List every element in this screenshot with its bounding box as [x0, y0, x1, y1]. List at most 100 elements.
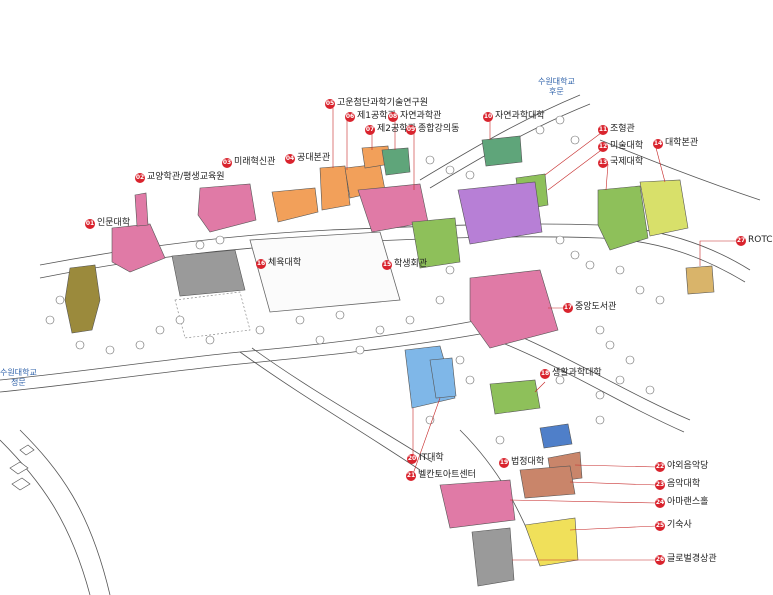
tree	[135, 340, 145, 350]
tree	[445, 165, 455, 175]
tree	[155, 325, 165, 335]
building-16	[171, 249, 246, 297]
building-name: 법정대학	[511, 457, 545, 467]
tree	[75, 340, 85, 350]
tree	[555, 115, 565, 125]
tree	[535, 125, 545, 135]
building-name: IT대학	[419, 453, 444, 463]
building-name: 중앙도서관	[575, 302, 617, 312]
building-name: 대학본관	[665, 138, 699, 148]
building-name: 기숙사	[667, 520, 692, 530]
tree	[375, 325, 385, 335]
tree	[255, 325, 265, 335]
building-number-badge: 14	[653, 138, 663, 149]
tree	[435, 295, 445, 305]
building-number-badge: 19	[499, 457, 509, 468]
building-02-tower	[134, 192, 149, 227]
tree	[445, 265, 455, 275]
tree	[595, 390, 605, 400]
building-name: 종합강의동	[418, 124, 460, 134]
building-number-badge: 13	[598, 157, 608, 168]
tree	[655, 295, 665, 305]
tree	[205, 335, 215, 345]
building-name: 교양학관/평생교육원	[147, 172, 225, 182]
tree	[105, 345, 115, 355]
main-gate-line1: 수원대학교	[0, 368, 37, 377]
tree	[635, 285, 645, 295]
building-12	[597, 185, 649, 251]
building-number-badge: 26	[655, 554, 665, 565]
building-04	[271, 187, 319, 223]
building-number-badge: 10	[483, 111, 493, 122]
tree	[495, 435, 505, 445]
tree	[335, 310, 345, 320]
building-18	[489, 379, 541, 415]
building-15	[411, 217, 461, 269]
tree	[295, 315, 305, 325]
building-number-badge: 09	[406, 124, 416, 135]
building-name: 제2공학관	[377, 124, 416, 134]
tree	[555, 375, 565, 385]
building-name: 조형관	[610, 124, 635, 134]
building-number-badge: 22	[655, 461, 665, 472]
tree	[615, 265, 625, 275]
building-19	[539, 423, 573, 449]
tree	[315, 335, 325, 345]
building-number-badge: 03	[222, 157, 232, 168]
rocks	[9, 444, 35, 491]
tree	[195, 240, 205, 250]
main-gate-line2: 정문	[11, 378, 26, 387]
tree	[595, 325, 605, 335]
building-name: 생활과학대학	[552, 368, 602, 378]
tree	[645, 385, 655, 395]
building-number-badge: 24	[655, 497, 665, 508]
building-name: 제1공학관	[357, 111, 396, 121]
building-number-badge: 07	[365, 124, 375, 135]
building-number-badge: 27	[736, 235, 746, 246]
building-name: 야외음악당	[667, 461, 709, 471]
building-27	[685, 265, 715, 295]
tree	[425, 415, 435, 425]
building-name: 자연과학관	[400, 111, 442, 121]
building-name: 공대본관	[297, 153, 331, 163]
building-number-badge: 11	[598, 124, 608, 135]
tree	[355, 345, 365, 355]
building-number-badge: 08	[388, 111, 398, 122]
building-name: 글로벌경상관	[667, 554, 717, 564]
building-number-badge: 25	[655, 520, 665, 531]
building-number-badge: 15	[382, 259, 392, 270]
building-number-badge: 05	[325, 98, 335, 109]
rear-gate-line1: 수원대학교	[538, 77, 575, 86]
building-02	[111, 223, 166, 273]
building-number-badge: 23	[655, 479, 665, 490]
